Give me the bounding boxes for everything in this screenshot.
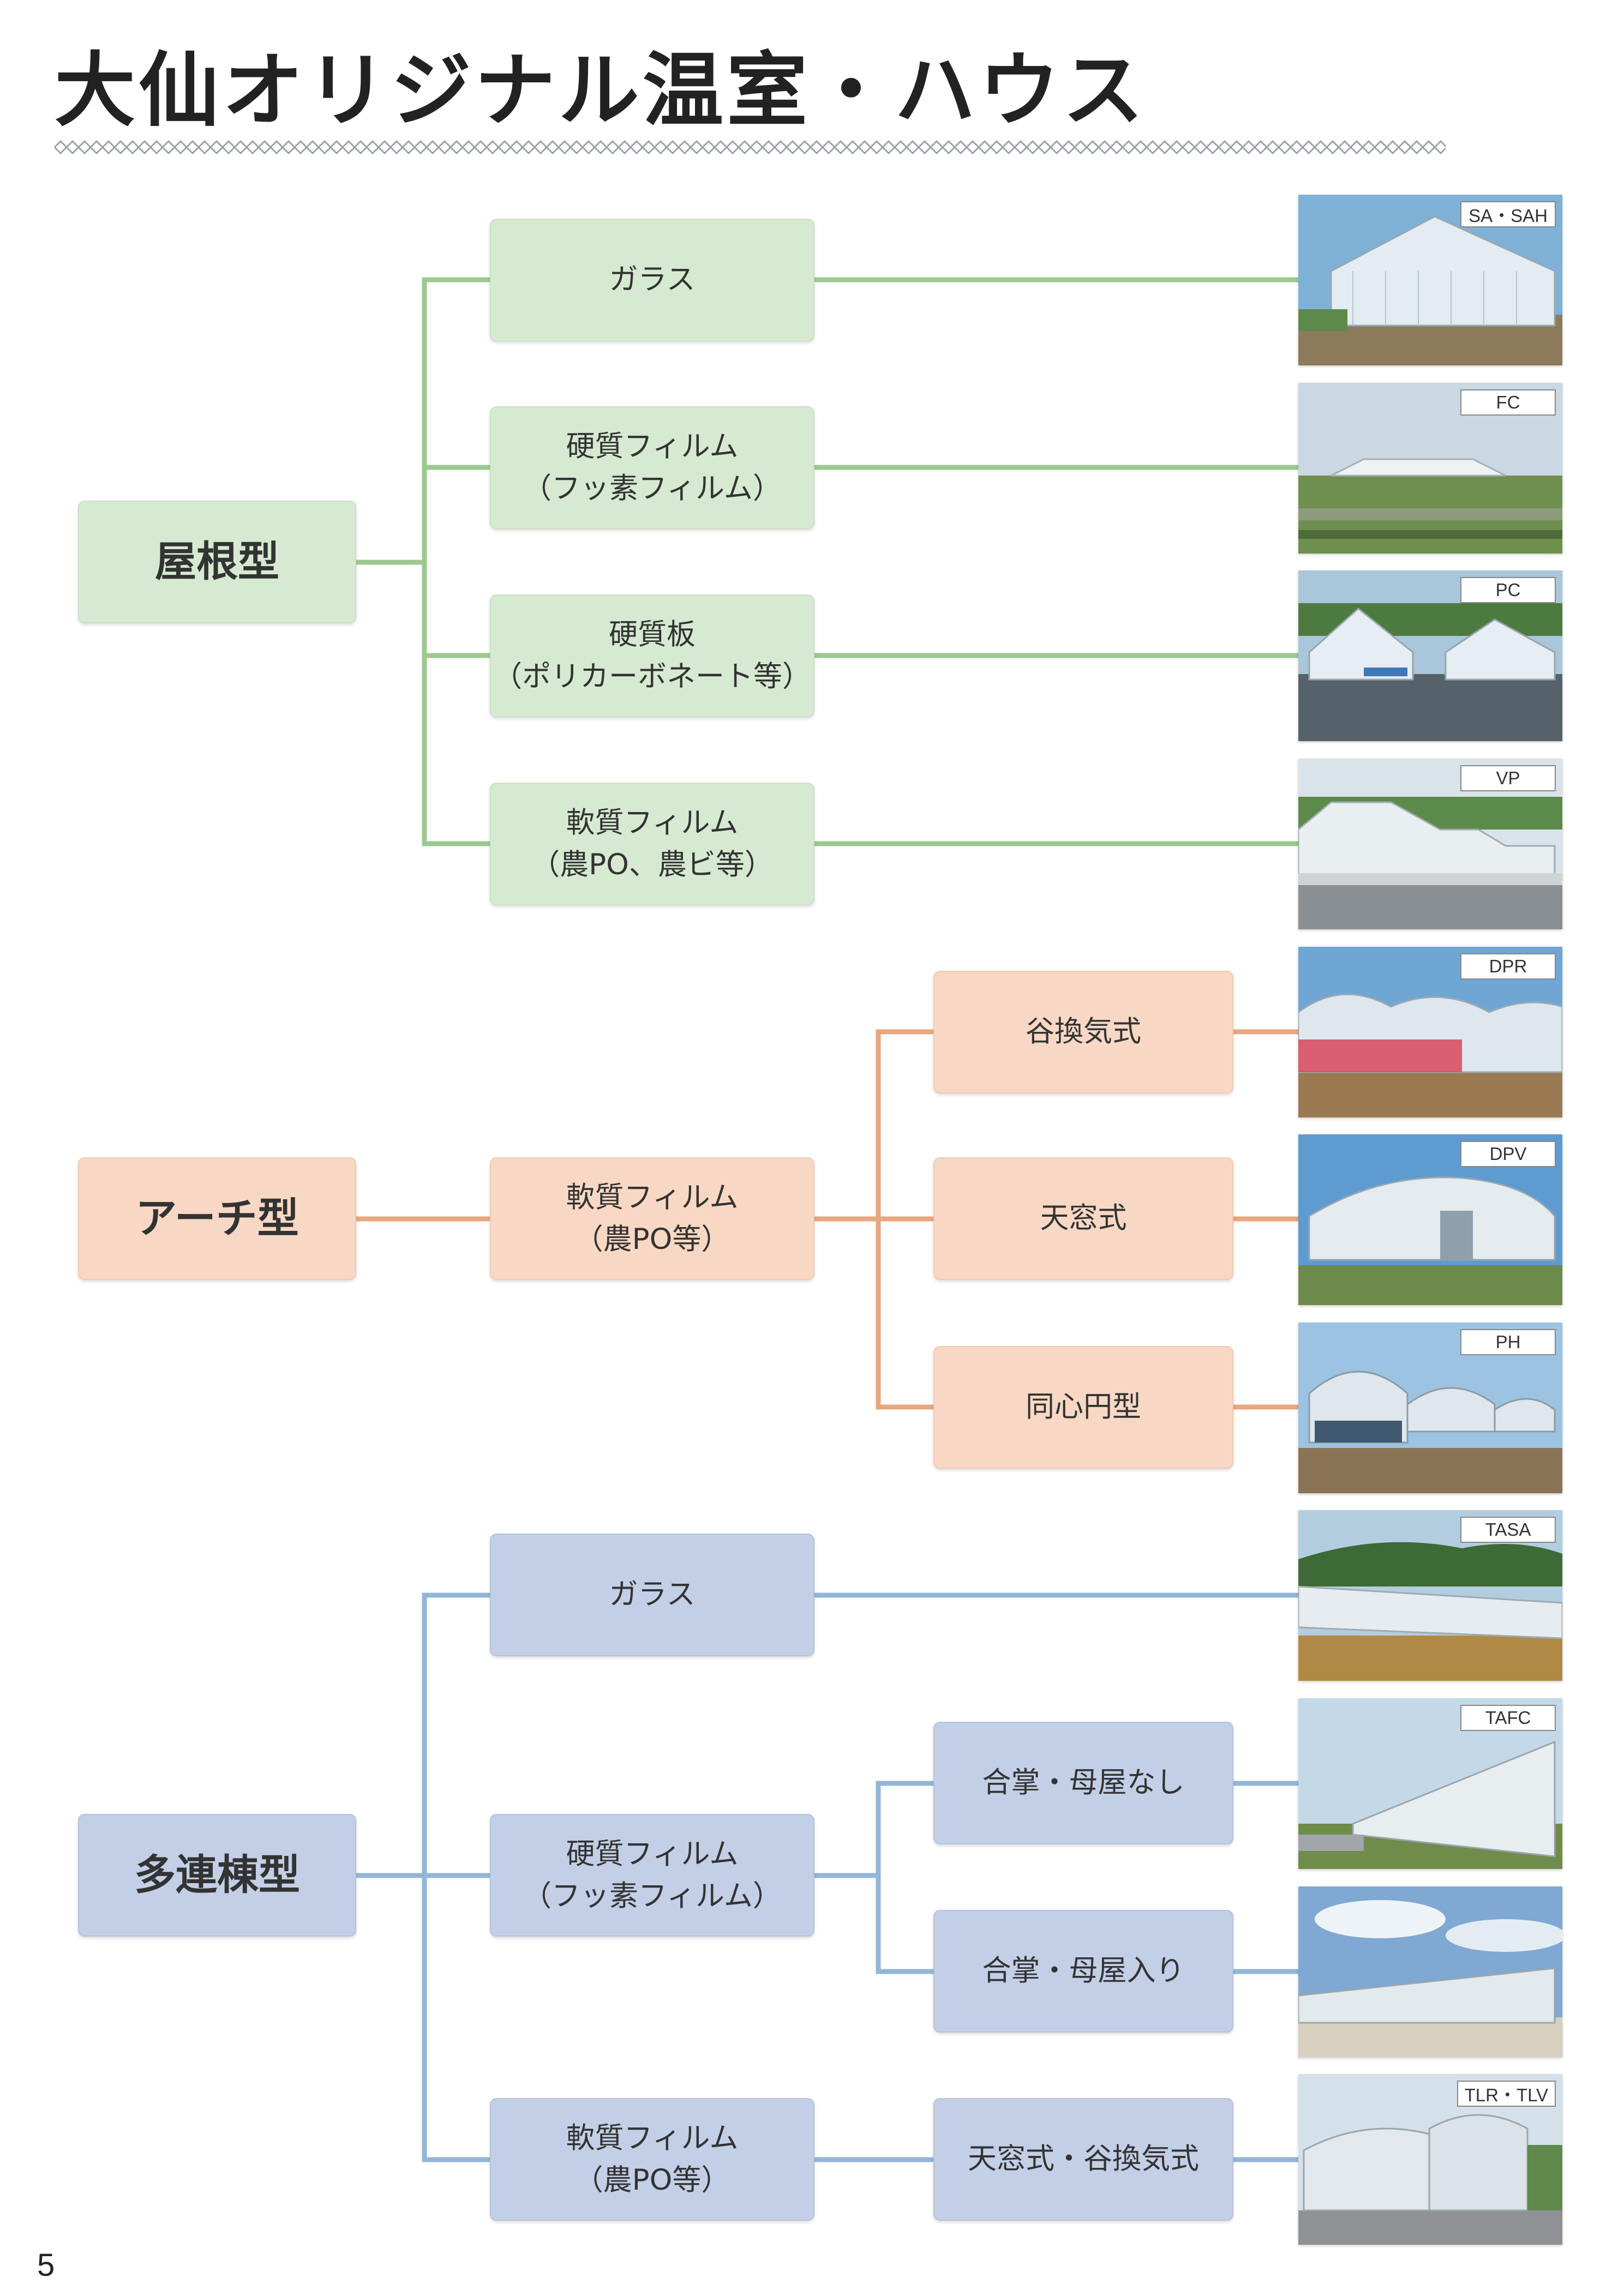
photo-tlr-tlv: TLR・TLV [1298, 2074, 1562, 2245]
photo-tafc-2 [1298, 1886, 1562, 2057]
greenhouse-photo-icon [1298, 1886, 1562, 2057]
photo-ph: PH [1298, 1323, 1562, 1493]
greenhouse-photo-icon [1298, 1510, 1562, 1681]
model-tag: PH [1460, 1329, 1556, 1355]
node-arch-sky-window: 天窓式 [933, 1157, 1233, 1280]
node-label: 同心円型 [1026, 1390, 1141, 1424]
roof-connectors [355, 277, 1301, 846]
node-label: 軟質フィルム [566, 1180, 739, 1214]
node-arch-soft-film: 軟質フィルム （農PO等） [490, 1157, 814, 1280]
photo-tasa: TASA [1298, 1510, 1562, 1681]
node-multi-sky-valley: 天窓式・谷換気式 [933, 2098, 1233, 2221]
node-multi-gassho-with: 合掌・母屋入り [933, 1910, 1233, 2033]
photo-sa-sah: SA・SAH [1298, 195, 1562, 365]
multi-connectors [355, 1592, 1301, 2162]
node-arch-concentric: 同心円型 [933, 1346, 1233, 1469]
node-label: ガラス [609, 263, 696, 297]
photo-dpr: DPR [1298, 947, 1562, 1117]
node-sublabel: （農PO等） [574, 1222, 730, 1256]
photo-fc: FC [1298, 383, 1562, 554]
model-tag: TASA [1460, 1517, 1556, 1543]
node-roof-glass: ガラス [490, 219, 814, 341]
node-label: 硬質フィルム [566, 429, 739, 463]
node-label: ガラス [609, 1578, 696, 1612]
model-tag: PC [1460, 577, 1556, 603]
node-sublabel: （フッ素フィルム） [523, 471, 782, 505]
model-tag: VP [1460, 765, 1556, 791]
category-roof-type: 屋根型 [78, 501, 356, 623]
node-multi-soft-film: 軟質フィルム （農PO等） [490, 2098, 814, 2221]
node-multi-glass: ガラス [490, 1534, 814, 1656]
node-roof-soft-film: 軟質フィルム （農PO、農ビ等） [490, 783, 814, 905]
node-label: 谷換気式 [1026, 1015, 1141, 1049]
greenhouse-photo-icon [1298, 947, 1562, 1117]
greenhouse-photo-icon [1298, 1698, 1562, 1869]
photo-pc: PC [1298, 570, 1562, 741]
photo-vp: VP [1298, 759, 1562, 929]
node-multi-hard-film: 硬質フィルム （フッ素フィルム） [490, 1814, 814, 1937]
node-label: 硬質板 [609, 617, 696, 651]
node-multi-gassho-none: 合掌・母屋なし [933, 1722, 1233, 1844]
category-label: アーチ型 [135, 1194, 299, 1243]
category-label: 屋根型 [155, 537, 279, 586]
node-label: 天窓式 [1040, 1201, 1127, 1235]
model-tag: SA・SAH [1460, 201, 1556, 227]
model-tag: TLR・TLV [1457, 2081, 1556, 2107]
node-label: 合掌・母屋なし [982, 1766, 1185, 1800]
node-label: 合掌・母屋入り [982, 1954, 1185, 1988]
node-label: 天窓式・谷換気式 [968, 2142, 1199, 2176]
node-arch-valley-vent: 谷換気式 [933, 971, 1233, 1093]
node-sublabel: （農PO等） [574, 2163, 730, 2197]
model-tag: DPV [1460, 1141, 1556, 1167]
page-title: 大仙オリジナル温室・ハウス [55, 44, 1147, 137]
category-arch-type: アーチ型 [78, 1157, 356, 1280]
category-multi-span-type: 多連棟型 [78, 1814, 356, 1937]
arch-connectors [355, 1029, 1301, 1410]
node-label: 軟質フィルム [566, 806, 739, 839]
category-label: 多連棟型 [134, 1850, 300, 1900]
node-sublabel: （農PO、農ビ等） [531, 848, 774, 881]
model-tag: DPR [1460, 953, 1556, 979]
node-label: 軟質フィルム [566, 2121, 739, 2155]
model-tag: FC [1460, 389, 1556, 416]
node-sublabel: （フッ素フィルム） [523, 1879, 782, 1913]
title-underline-decoration [55, 139, 1446, 155]
node-roof-hard-film: 硬質フィルム （フッ素フィルム） [490, 406, 814, 529]
photo-tafc: TAFC [1298, 1698, 1562, 1869]
node-label: 硬質フィルム [566, 1837, 739, 1871]
page-number: 5 [37, 2247, 55, 2283]
node-sublabel: （ポリカーボネート等） [493, 659, 811, 693]
photo-dpv: DPV [1298, 1134, 1562, 1305]
model-tag: TAFC [1460, 1705, 1556, 1731]
node-roof-hard-board: 硬質板 （ポリカーボネート等） [490, 594, 814, 717]
